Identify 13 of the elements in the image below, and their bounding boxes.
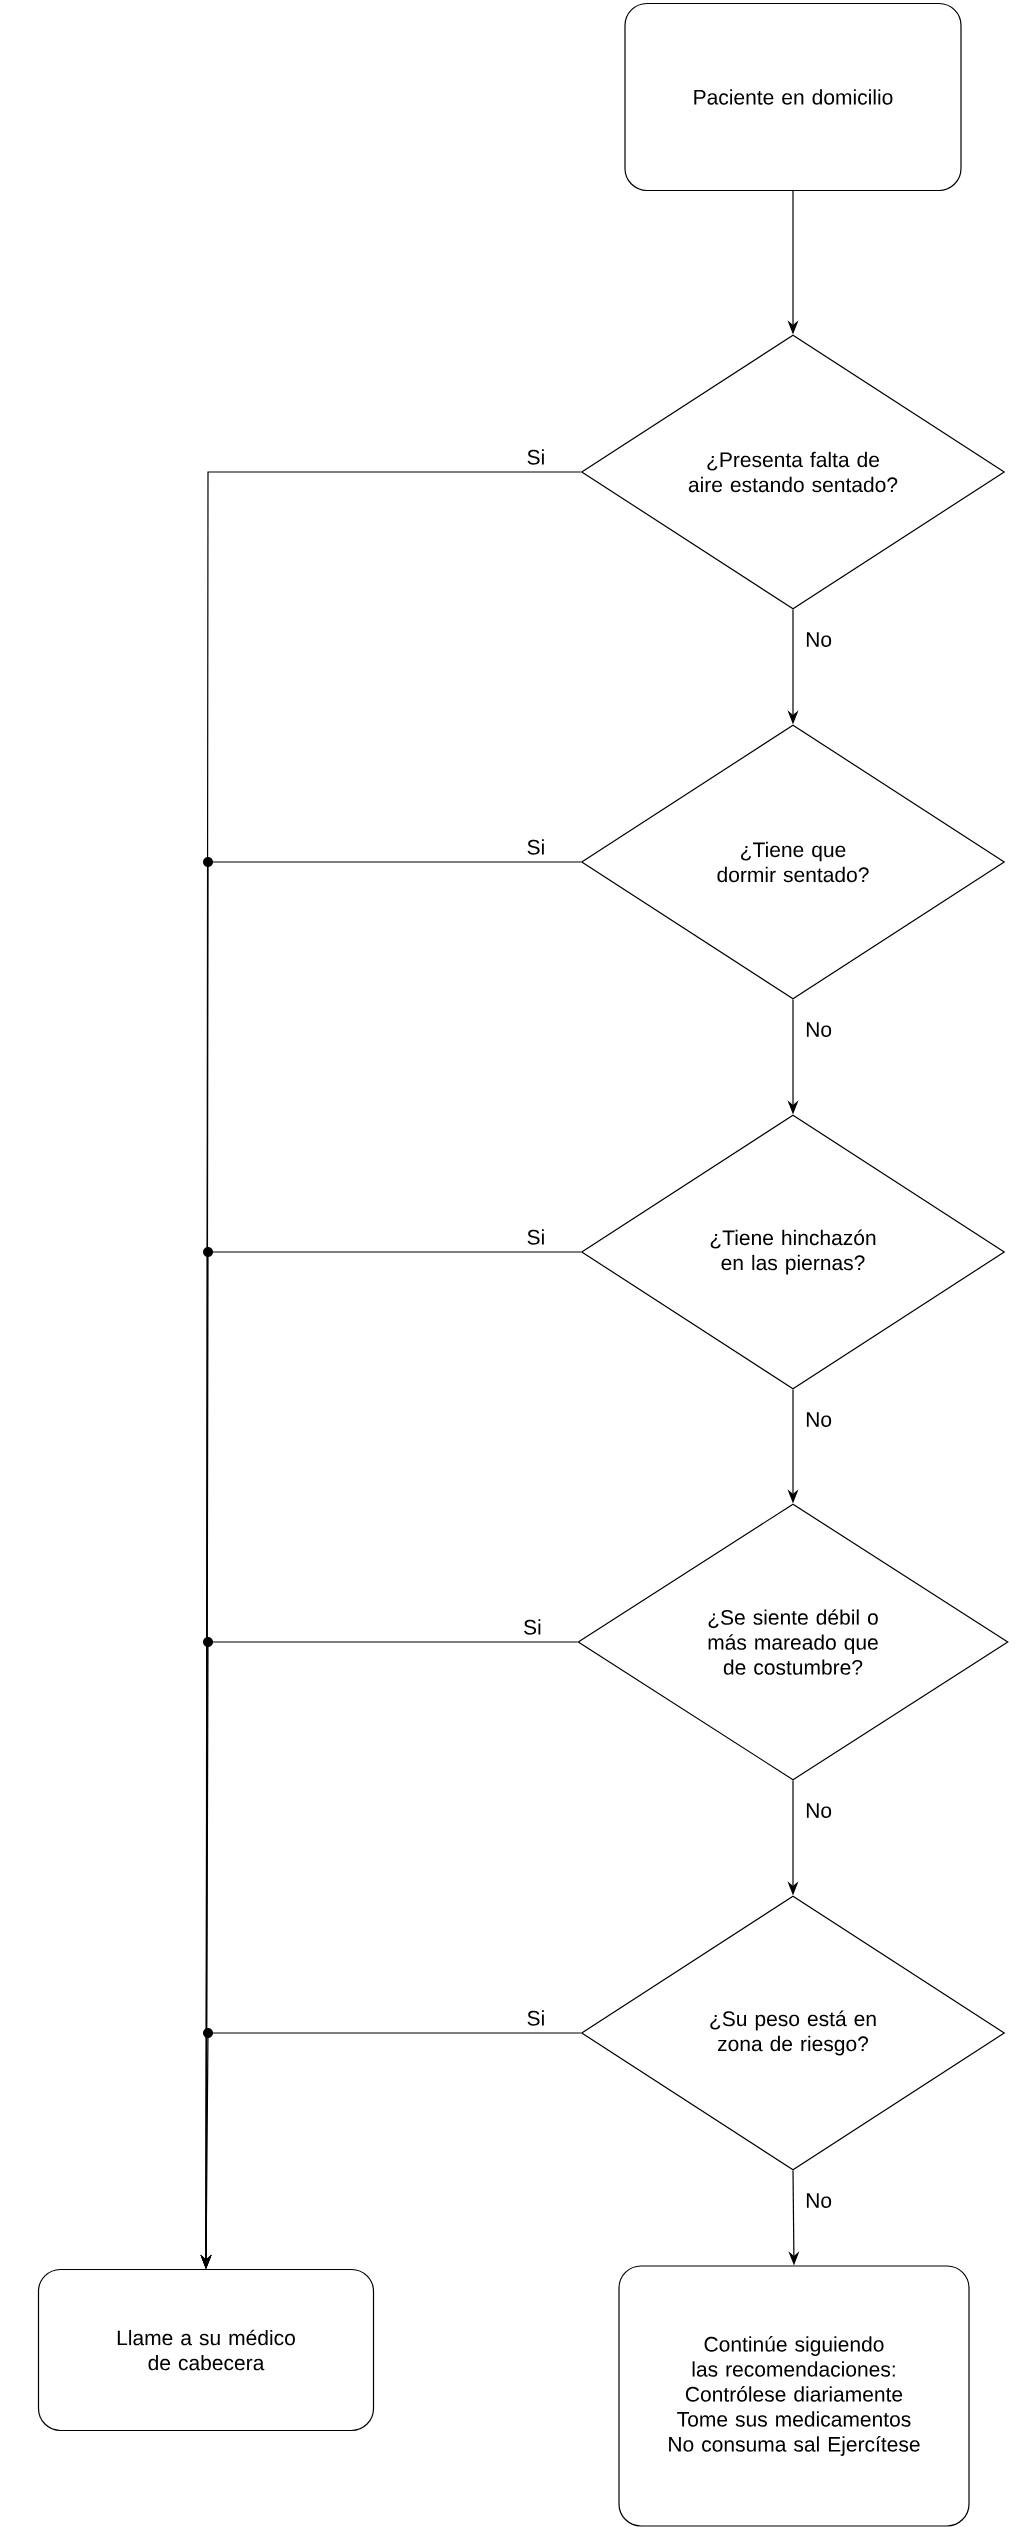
edge-label: Si: [524, 447, 548, 467]
edge-label: Si: [524, 1227, 548, 1247]
process-box: Paciente en domicilio: [624, 2, 962, 192]
edge-label: No: [803, 1020, 835, 1039]
process-box: Llame a su médico de cabecera: [37, 2268, 375, 2432]
edge-label: No: [803, 1410, 835, 1429]
process-box: Continúe siguiendo las recomendaciones: Contrólese diariamente Tome sus medicamentos No consuma sal Ejercítese: [618, 2265, 970, 2527]
edge-label: Si: [524, 837, 548, 857]
edge-label: Si: [524, 2008, 548, 2028]
edge-label: Si: [521, 1617, 544, 1637]
edge-label: No: [803, 630, 835, 649]
edge-label: No: [803, 1801, 835, 1820]
edge-label: No: [803, 2191, 835, 2210]
